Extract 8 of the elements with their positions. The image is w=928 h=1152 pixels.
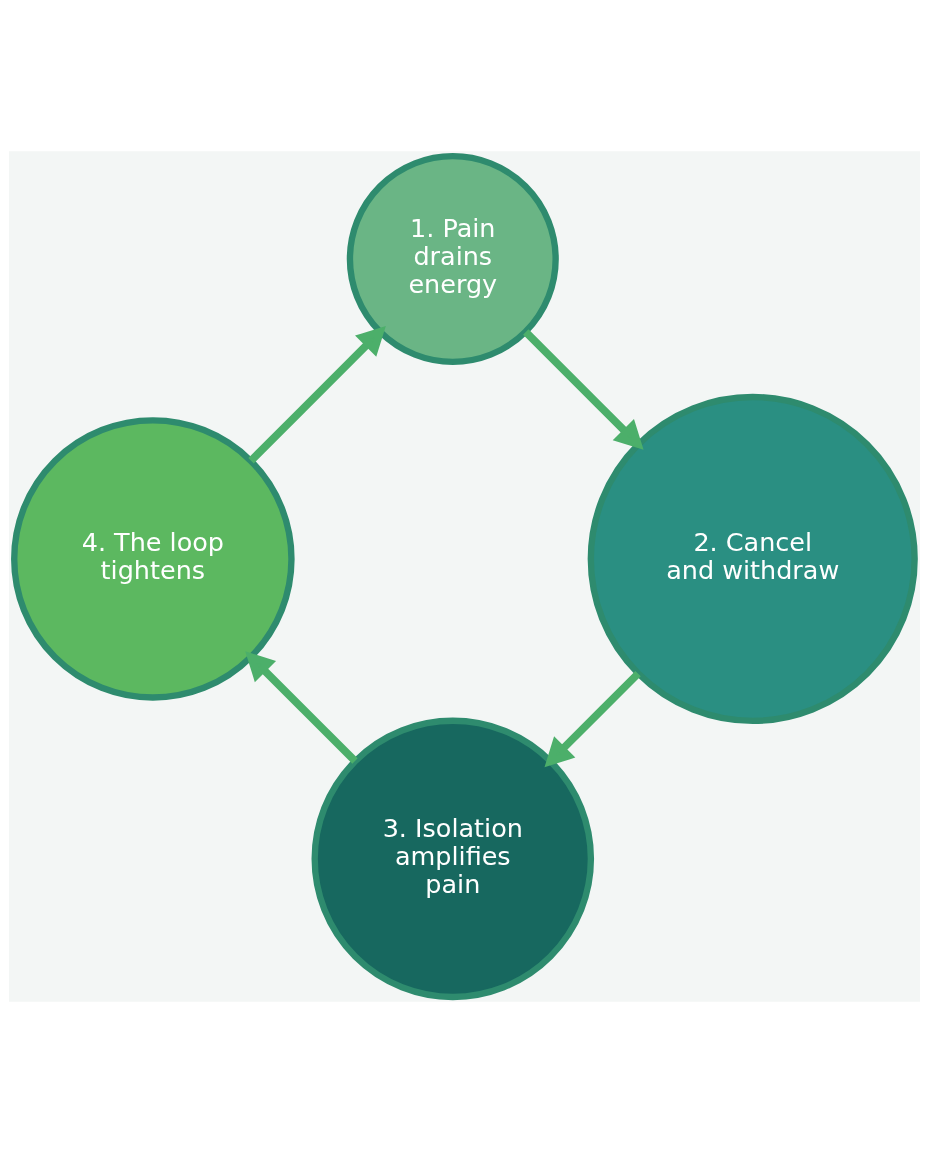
arrow (544, 670, 641, 767)
node-circle: 2. Cancel and withdraw (587, 393, 918, 724)
arrow (247, 325, 386, 463)
node-circle: 4. The loop tightens (10, 416, 295, 701)
arrow (244, 650, 358, 764)
arrow (522, 328, 644, 450)
node-circle: 1. Pain drains energy (346, 152, 559, 365)
node-circle: 3. Isolation amplifies pain (311, 717, 594, 1000)
